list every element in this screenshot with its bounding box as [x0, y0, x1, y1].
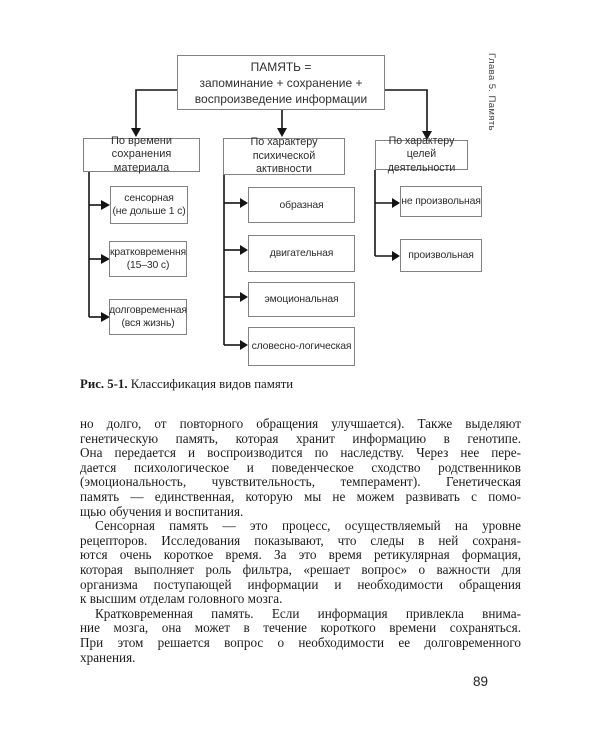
text-line: ние мозга, она может в течение короткого…	[80, 620, 521, 636]
diagram-box-branch-goal: По характеру целей деятельности	[375, 135, 468, 174]
text-line: память — единственная, которую мы не мож…	[80, 488, 521, 504]
text-line: ются очень короткое время. За это время …	[80, 547, 521, 563]
figure-caption-label: Рис. 5-1.	[80, 377, 128, 391]
diagram-box-sensory: сенсорная (не дольше 1 с)	[110, 186, 188, 224]
diagram-box-branch-time: По времени сохранения материала	[83, 135, 200, 174]
text-line: Кратковременная память. Если информация …	[95, 605, 521, 621]
paragraph: но долго, от повторного обращения улучша…	[80, 416, 521, 519]
diagram-connector-lines	[88, 89, 432, 350]
figure-caption: Рис. 5-1. Классификация видов памяти	[80, 377, 521, 392]
text-line: Она передается и воспроизводится по насл…	[80, 445, 521, 461]
text-line: но долго, от повторного обращения улучша…	[80, 416, 521, 431]
memory-classification-diagram: ПАМЯТЬ = запоминание + сохранение + восп…	[83, 55, 482, 366]
text-line: хранения.	[80, 649, 136, 665]
text-line: дается психологическое и поведенческое с…	[80, 459, 521, 475]
arrowheads	[101, 128, 432, 350]
diagram-box-involuntary: не произвольная	[400, 186, 482, 217]
diagram-box-emotional: эмоциональная	[248, 282, 355, 317]
figure-caption-text: Классификация видов памяти	[127, 377, 294, 391]
text-line: рецепторов. Исследования показывают, что…	[80, 532, 521, 548]
text-line: которая выполняет роль фильтра, «решает …	[80, 561, 521, 577]
diagram-box-motor: двигательная	[248, 235, 355, 272]
diagram-box-memory-root: ПАМЯТЬ = запоминание + сохранение + восп…	[177, 55, 385, 110]
paragraph: Кратковременная память. Если информация …	[80, 605, 521, 665]
text-line: Сенсорная память — это процесс, осуществ…	[95, 518, 521, 534]
diagram-box-verbal-logical: словесно-логическая	[248, 327, 355, 366]
text-line: к высшим отделам головного мозга.	[80, 591, 283, 607]
chapter-running-title: Глава 5. Память	[486, 53, 497, 131]
diagram-box-shortterm: кратковремення (15–30 с)	[109, 241, 187, 277]
diagram-box-longterm: долговременная (вся жизнь)	[109, 299, 187, 335]
diagram-box-branch-activity: По характеру психической активности	[223, 136, 345, 175]
text-line: При этом решается вопрос о необходимости…	[80, 634, 521, 650]
body-text: но долго, от повторного обращения улучша…	[80, 416, 521, 665]
text-line: генетическую память, которая хранит инфо…	[80, 430, 521, 446]
text-line: организма поступающей информации и необх…	[80, 576, 521, 592]
text-line: щью обучения и воспитания.	[80, 503, 244, 519]
diagram-box-voluntary: произвольная	[400, 239, 482, 272]
text-line: (эмоциональность, чувствительность, темп…	[80, 474, 521, 490]
diagram-box-figurative: образная	[248, 187, 355, 223]
page-number: 89	[472, 674, 488, 689]
paragraph: Сенсорная память — это процесс, осуществ…	[80, 519, 521, 607]
